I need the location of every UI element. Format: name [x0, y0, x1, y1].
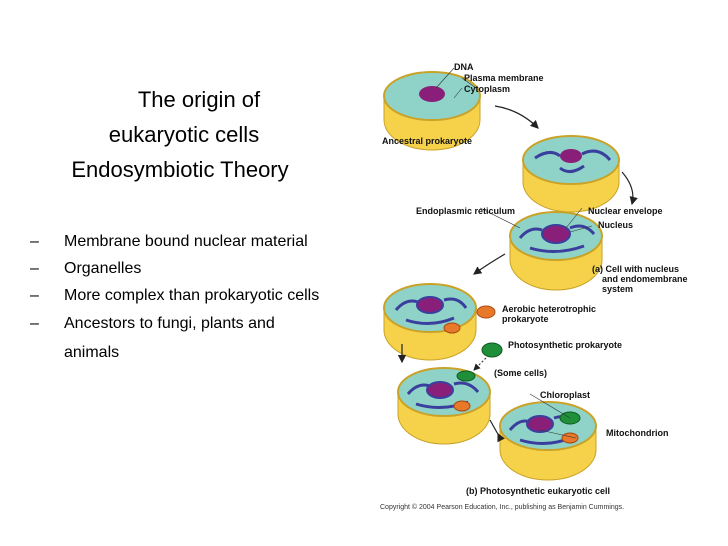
label-some-cells: (Some cells)	[494, 368, 547, 378]
label-photosynthetic-eukaryote: (b) Photosynthetic eukaryotic cell	[466, 486, 610, 496]
arrow	[489, 419, 505, 443]
infolding-cell	[522, 135, 620, 213]
label-endoplasmic-reticulum: Endoplasmic reticulum	[416, 206, 515, 216]
bullet-dash: –	[30, 287, 39, 304]
slide-title: The origin of eukaryotic cells Endosymbi…	[20, 82, 340, 187]
bullet-text: More complex than prokaryotic cells	[64, 287, 320, 304]
title-line-3: Endosymbiotic Theory	[71, 157, 289, 182]
heterotrophic-eukaryote-cell	[397, 367, 491, 445]
bullet-dash: –	[30, 260, 39, 277]
arrow	[473, 357, 487, 371]
title-line-2: eukaryotic cells	[108, 122, 260, 147]
engulfing-cell	[383, 283, 477, 361]
label-chloroplast: Chloroplast	[540, 390, 590, 400]
arrow	[621, 171, 638, 206]
label-ancestral-prokaryote: Ancestral prokaryote	[382, 136, 472, 146]
bullet-text: Organelles	[64, 260, 142, 277]
bullet-text: Membrane bound nuclear material	[64, 233, 308, 250]
bullet-text: Ancestors to fungi, plants and animals	[64, 315, 275, 361]
photosynthetic-eukaryote-cell	[499, 401, 597, 481]
arrow	[494, 105, 539, 129]
endosymbiosis-figure: DNA Plasma membrane Cytoplasm Ancestral …	[370, 58, 720, 518]
arrow	[473, 253, 506, 275]
nucleated-cell	[509, 211, 603, 291]
bullet-list: – Membrane bound nuclear material – Orga…	[30, 228, 360, 367]
ancestral-prokaryote-cell	[383, 71, 481, 151]
bullet-item: – Organelles	[30, 255, 360, 282]
title-line-1: The origin of	[137, 87, 261, 112]
label-system: system	[602, 284, 633, 294]
label-nucleus: Nucleus	[598, 220, 633, 230]
label-endomembrane: and endomembrane	[602, 274, 688, 284]
bullet-dash: –	[30, 233, 39, 250]
copyright-note: Copyright © 2004 Pearson Education, Inc.…	[380, 503, 624, 511]
label-nuclear-envelope: Nuclear envelope	[588, 206, 663, 216]
label-plasma-membrane: Plasma membrane	[464, 73, 544, 83]
label-aerobic-heterotrophic: Aerobic heterotrophic	[502, 304, 596, 314]
label-prokaryote: prokaryote	[502, 314, 549, 324]
photosynthetic-prokaryote-shape	[481, 342, 503, 358]
label-cell-with-nucleus: (a) Cell with nucleus	[592, 264, 679, 274]
label-cytoplasm: Cytoplasm	[464, 84, 510, 94]
bullet-dash: –	[30, 315, 39, 332]
bullet-item: – Ancestors to fungi, plants and animals	[30, 309, 334, 367]
bullet-item: – Membrane bound nuclear material	[30, 228, 360, 255]
aerobic-prokaryote-shape	[476, 305, 496, 319]
bullet-item: – More complex than prokaryotic cells	[30, 282, 360, 309]
leader-lines	[435, 67, 593, 439]
label-dna: DNA	[454, 62, 474, 72]
label-photosynthetic-prokaryote: Photosynthetic prokaryote	[508, 340, 622, 350]
figure-svg: DNA Plasma membrane Cytoplasm Ancestral …	[380, 62, 688, 511]
label-mitochondrion: Mitochondrion	[606, 428, 669, 438]
